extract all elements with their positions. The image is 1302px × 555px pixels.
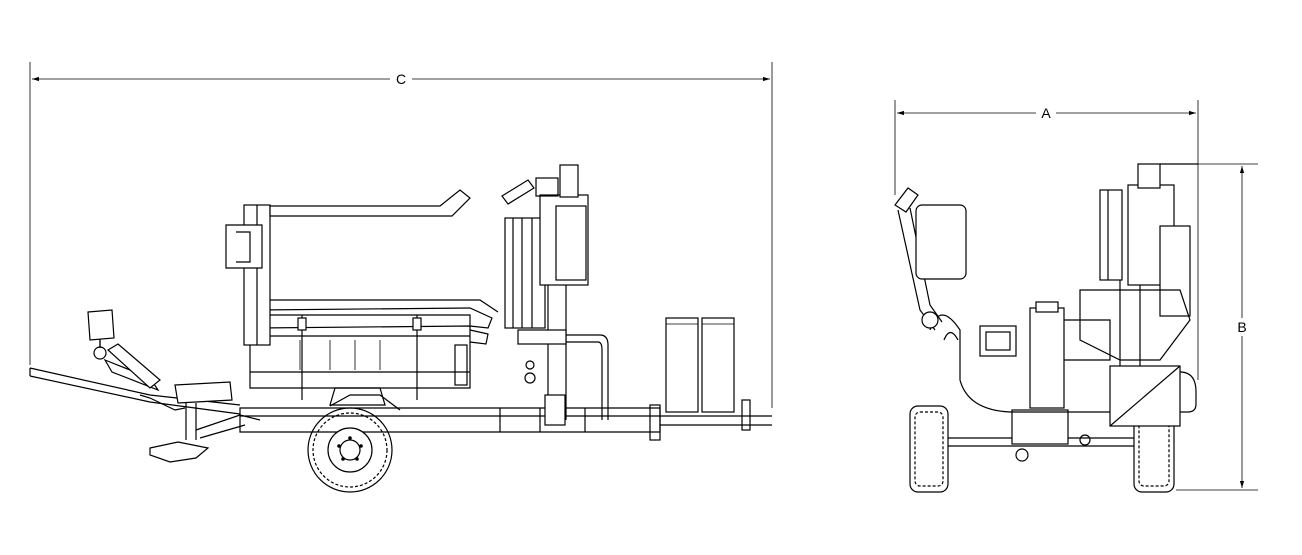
front-dispenser-column bbox=[1079, 163, 1198, 366]
support-arm bbox=[87, 309, 161, 392]
front-left-tyre bbox=[909, 405, 949, 493]
main-frame bbox=[239, 399, 772, 441]
front-table bbox=[929, 301, 1197, 427]
dimension-c: C bbox=[29, 62, 773, 408]
dimension-a: A bbox=[894, 100, 1199, 380]
upper-frame bbox=[225, 189, 499, 346]
jack-stand bbox=[139, 381, 261, 463]
side-wheel bbox=[307, 394, 401, 493]
front-view: A B bbox=[894, 100, 1258, 493]
dimension-label-a: A bbox=[1041, 105, 1051, 121]
front-axle bbox=[948, 409, 1134, 462]
front-left-arm bbox=[894, 187, 967, 331]
dimension-label-c: C bbox=[396, 71, 406, 87]
side-view: C bbox=[29, 62, 773, 493]
wrap-table bbox=[249, 307, 493, 406]
dimension-label-b: B bbox=[1237, 319, 1246, 335]
film-rolls bbox=[665, 317, 735, 413]
dispenser-column bbox=[501, 164, 609, 426]
dimension-b: B bbox=[1160, 163, 1258, 491]
